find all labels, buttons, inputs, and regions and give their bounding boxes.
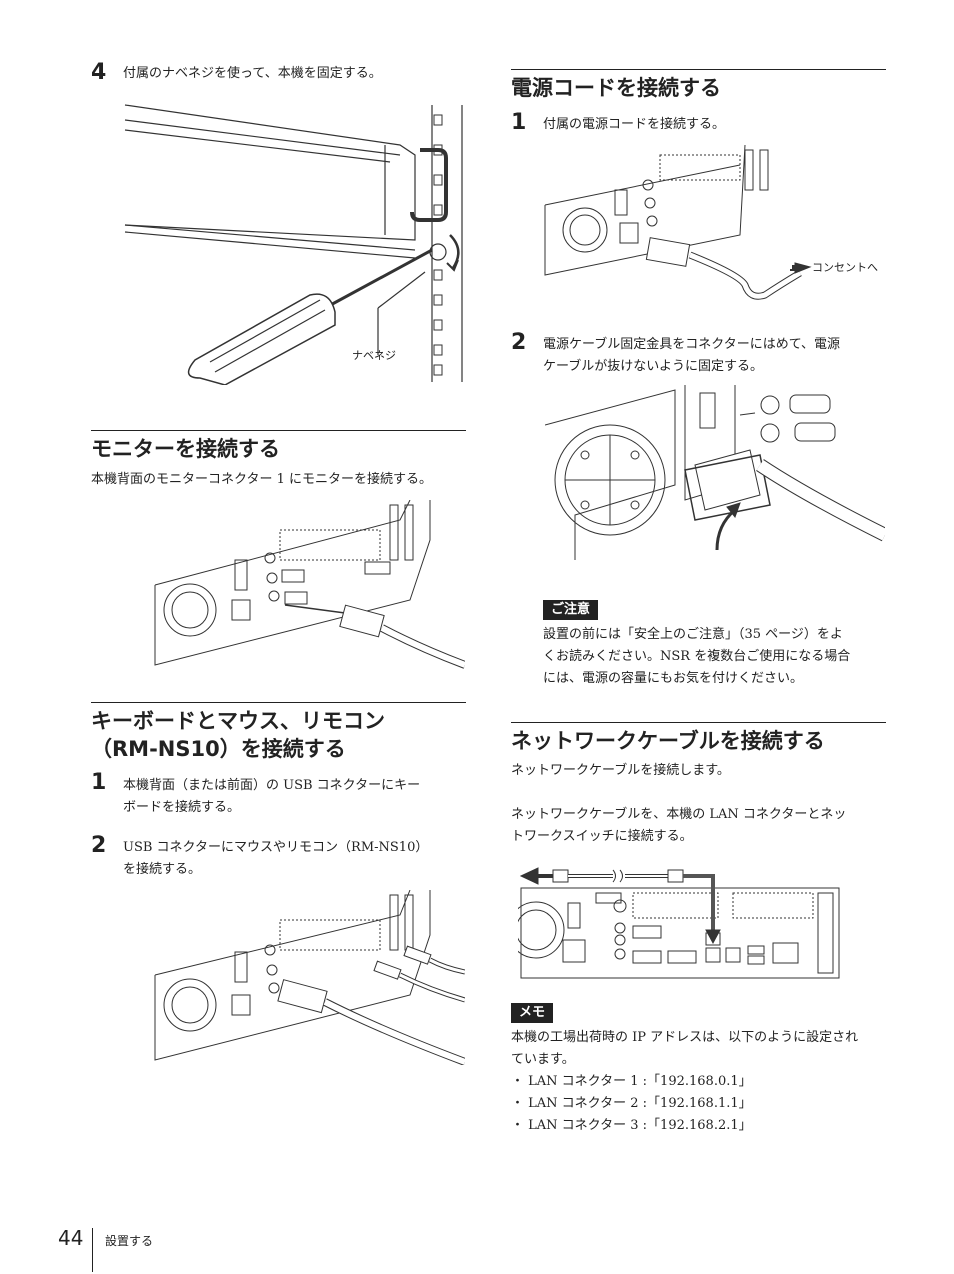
step-text: 付属のナベネジを使って、本機を固定する。 [123, 66, 382, 81]
section-heading-network: ネットワークケーブルを接続する [511, 722, 886, 755]
step-number: 2 [511, 330, 527, 355]
footer-divider [92, 1228, 93, 1272]
memo-tag: メモ [511, 1003, 554, 1023]
caution-line: くお読みください。NSR を複数台ご使用になる場合 [543, 649, 851, 664]
memo-list-item: ・ LAN コネクター 3 :「192.168.2.1」 [511, 1118, 752, 1133]
step-text: USB コネクターにマウスやリモコン（RM-NS10） を接続する。 [123, 837, 428, 881]
step-number: 2 [91, 833, 107, 858]
monitor-connection-illustration [154, 500, 465, 669]
step-number: 4 [91, 60, 107, 85]
step-line: ボードを接続する。 [123, 800, 241, 815]
step-line: を接続する。 [123, 862, 202, 877]
network-intro: ネットワークケーブルを接続します。 [511, 763, 730, 778]
page-number: 44 [58, 1226, 84, 1250]
screw-callout-label: ナベネジ [352, 349, 396, 362]
caution-text: 設置の前には「安全上のご注意」（35 ページ）をよ くお読みください。NSR を… [543, 624, 850, 690]
footer-section: 設置する [105, 1234, 154, 1248]
monitor-instruction: 本機背面のモニターコネクター 1 にモニターを接続する。 [91, 472, 433, 487]
caution-line: 設置の前には「安全上のご注意」（35 ページ）をよ [543, 627, 843, 642]
power-cord-illustration [544, 145, 812, 300]
memo-list-item: ・ LAN コネクター 2 :「192.168.1.1」 [511, 1096, 752, 1111]
step-line: 電源ケーブル固定金具をコネクターにはめて、電源 [543, 337, 841, 352]
cord-clamp-illustration [545, 385, 885, 560]
network-connection-illustration [518, 867, 840, 979]
step-number: 1 [91, 770, 107, 795]
rack-screw-illustration [124, 104, 463, 385]
instruction-line: ネットワークケーブルを、本機の LAN コネクターとネッ [511, 807, 847, 822]
usb-connection-illustration [154, 890, 465, 1065]
memo-list-item: ・ LAN コネクター 1 :「192.168.0.1」 [511, 1074, 752, 1089]
outlet-callout-label: コンセントへ [812, 261, 878, 274]
caution-tag: ご注意 [543, 600, 599, 620]
step-number: 1 [511, 110, 527, 135]
section-heading-monitor: モニターを接続する [91, 430, 466, 463]
caution-line: には、電源の容量にもお気を付けください。 [543, 671, 804, 686]
network-instruction: ネットワークケーブルを、本機の LAN コネクターとネッ トワークスイッチに接続… [511, 804, 846, 848]
heading-line: キーボードとマウス、リモコン [91, 709, 385, 733]
section-heading-keyboard: キーボードとマウス、リモコン （RM-NS10）を接続する [91, 702, 466, 763]
memo-line: 本機の工場出荷時の IP アドレスは、以下のように設定され [511, 1030, 859, 1045]
memo-line: ています。 [511, 1052, 575, 1067]
step-text: 付属の電源コードを接続する。 [543, 117, 726, 132]
heading-line: （RM-NS10）を接続する [91, 737, 346, 761]
instruction-line: トワークスイッチに接続する。 [511, 829, 693, 844]
step-line: 本機背面（または前面）の USB コネクターにキー [123, 778, 421, 793]
step-text: 電源ケーブル固定金具をコネクターにはめて、電源 ケーブルが抜けないように固定する… [543, 334, 840, 378]
step-line: ケーブルが抜けないように固定する。 [543, 359, 763, 374]
memo-text: 本機の工場出荷時の IP アドレスは、以下のように設定され ています。 ・ LA… [511, 1027, 858, 1137]
step-text: 本機背面（または前面）の USB コネクターにキー ボードを接続する。 [123, 775, 420, 819]
step-line: USB コネクターにマウスやリモコン（RM-NS10） [123, 840, 429, 855]
section-heading-power: 電源コードを接続する [511, 69, 886, 102]
